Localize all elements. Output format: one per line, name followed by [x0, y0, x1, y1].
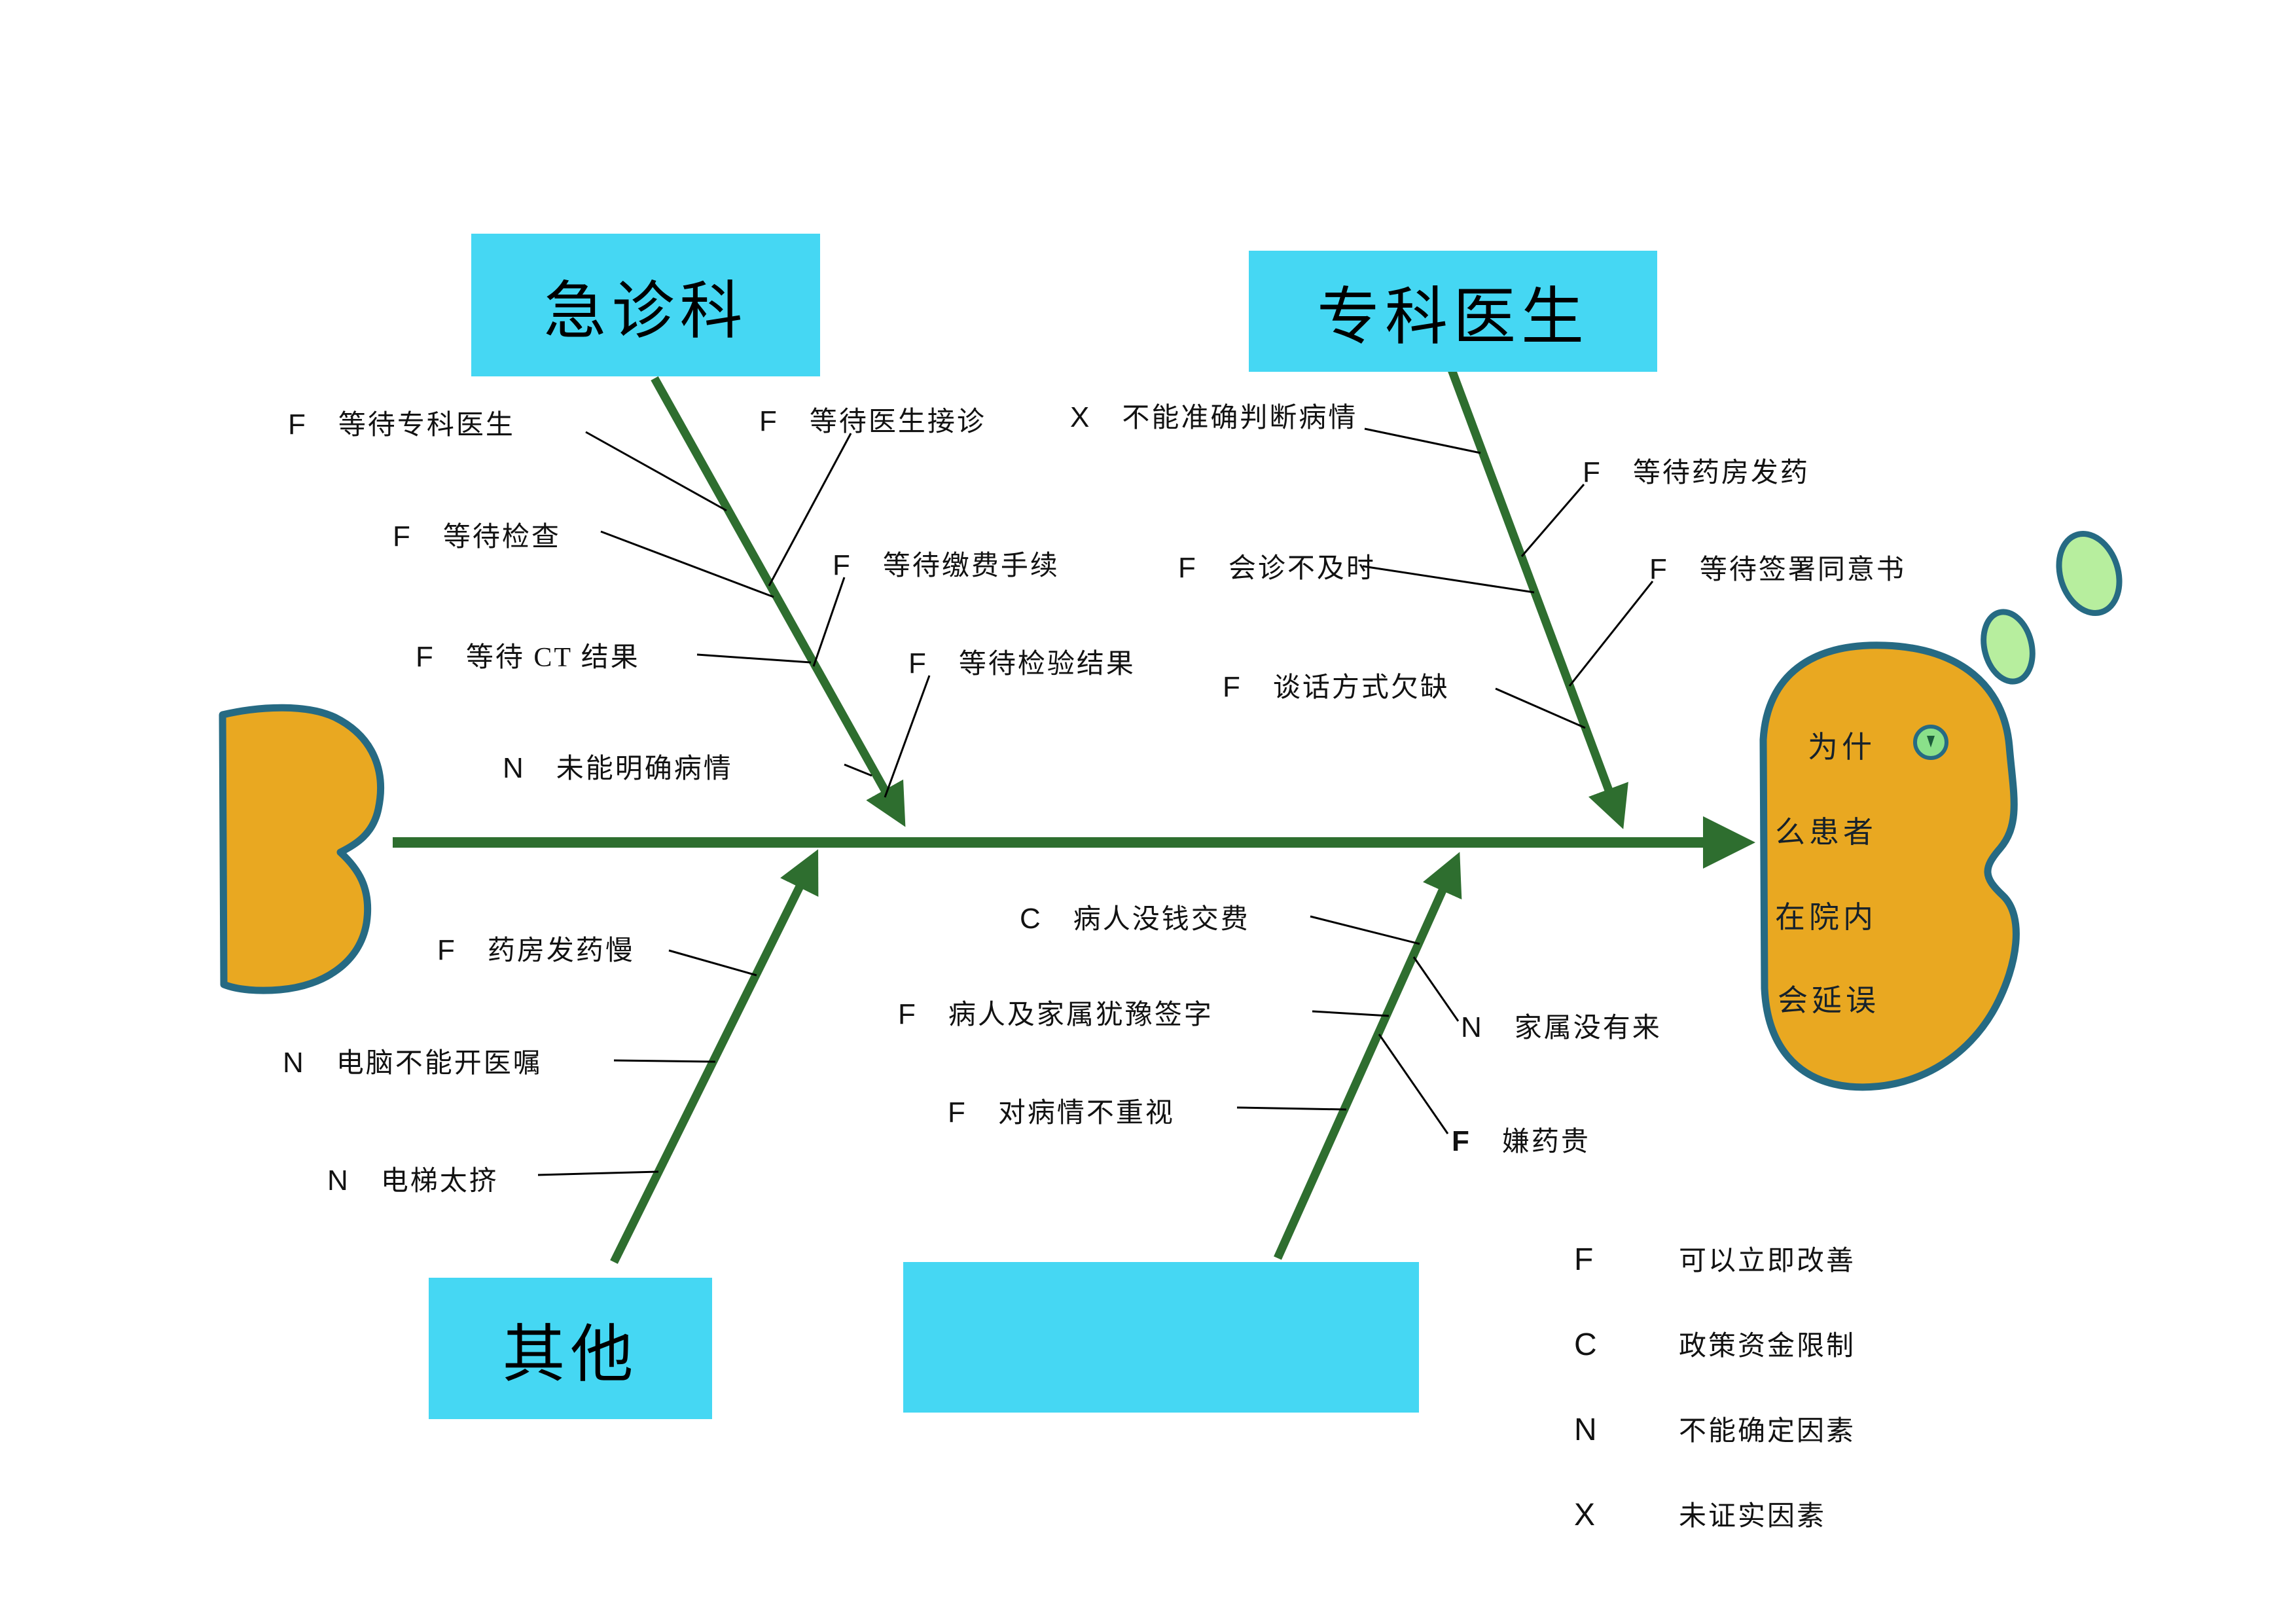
category-box-unnamed	[903, 1262, 1419, 1413]
cause-code: F	[1649, 553, 1667, 585]
cause-item: F 药房发药慢	[437, 928, 635, 968]
category-box-other: 其他	[429, 1278, 712, 1419]
cause-item: N 未能明确病情	[503, 746, 733, 786]
cause-text: 药房发药慢	[487, 936, 635, 966]
cause-item: F 会诊不及时	[1178, 546, 1376, 586]
head-text-line: 会延误	[1778, 984, 1880, 1017]
legend-text: 可以立即改善	[1679, 1246, 1856, 1276]
cause-code: C	[1020, 903, 1041, 935]
cause-item: F 等待签署同意书	[1649, 547, 1906, 587]
legend-code: C	[1574, 1327, 1597, 1362]
cause-connectors	[537, 427, 1654, 1176]
cause-item: F 等待检查	[393, 514, 561, 554]
legend-text: 政策资金限制	[1679, 1331, 1856, 1362]
cause-code: F	[1223, 671, 1240, 703]
cause-text: 电梯太挤	[380, 1166, 499, 1197]
cause-item: F 对病情不重视	[948, 1091, 1175, 1130]
branch-other	[610, 849, 819, 1264]
legend-text: 未证实因素	[1679, 1502, 1827, 1532]
cause-text: 病人没钱交费	[1073, 905, 1250, 935]
cause-item: F 等待 CT 结果	[416, 635, 640, 675]
cause-item: F 等待医生接诊	[759, 399, 986, 439]
cause-text: 对病情不重视	[997, 1098, 1175, 1128]
category-box-specialist: 专科医生	[1249, 251, 1657, 372]
branch-specialist	[1447, 368, 1628, 829]
cause-code: F	[833, 549, 850, 581]
branch-unnamed	[1274, 852, 1462, 1260]
cause-item: F 嫌药贵	[1452, 1119, 1590, 1159]
bubble-small	[1981, 609, 2036, 685]
legend-item: X 未证实因素	[1574, 1494, 1826, 1534]
cause-code: F	[1583, 456, 1600, 488]
cause-item: N 电脑不能开医嘱	[283, 1041, 543, 1081]
branch-emergency	[651, 376, 906, 827]
cause-item: F 等待药房发药	[1583, 450, 1810, 490]
cause-code: F	[898, 998, 916, 1030]
cause-code: N	[503, 752, 524, 784]
cause-text: 等待检验结果	[958, 649, 1136, 679]
category-label-other: 其他	[502, 1319, 639, 1390]
cause-text: 等待 CT 结果	[465, 643, 640, 673]
cause-text: 不能准确判断病情	[1122, 403, 1358, 433]
category-box-emergency: 急诊科	[471, 234, 820, 376]
cause-text: 电脑不能开医嘱	[336, 1049, 543, 1079]
cause-code: F	[908, 647, 926, 679]
cause-code: F	[288, 408, 306, 441]
head-dot-mark	[1927, 736, 1935, 748]
cause-code: F	[1452, 1125, 1469, 1157]
cause-item: F 病人及家属犹豫签字	[898, 992, 1213, 1032]
legend-code: N	[1574, 1413, 1597, 1447]
cause-item: F 谈话方式欠缺	[1223, 665, 1450, 705]
cause-code: N	[283, 1047, 304, 1079]
cause-code: F	[1178, 552, 1196, 584]
head-text-line: 在院内	[1775, 901, 1877, 934]
cause-text: 等待检查	[442, 522, 561, 552]
head-text-line: 么患者	[1775, 816, 1877, 849]
cause-item: F 等待专科医生	[288, 403, 515, 442]
category-label-emergency: 急诊科	[543, 276, 748, 346]
cause-item: F 等待缴费手续	[833, 543, 1060, 583]
cause-text: 病人及家属犹豫签字	[948, 1000, 1213, 1030]
legend-item: C 政策资金限制	[1574, 1324, 1856, 1363]
cause-code: F	[437, 934, 455, 966]
cause-code: N	[1461, 1011, 1482, 1043]
cause-text: 谈话方式欠缺	[1272, 673, 1450, 703]
legend-item: F 可以立即改善	[1574, 1238, 1856, 1278]
cause-text: 未能明确病情	[556, 754, 733, 784]
cause-text: 等待药房发药	[1632, 458, 1810, 488]
cause-text: 等待专科医生	[338, 410, 515, 441]
cause-text: 家属没有来	[1514, 1013, 1662, 1043]
cause-item: C 病人没钱交费	[1020, 897, 1250, 937]
cause-code: N	[327, 1164, 348, 1197]
cause-text: 会诊不及时	[1228, 554, 1376, 584]
cause-code: F	[393, 520, 410, 552]
head-text-line: 为什	[1808, 731, 1876, 764]
cause-text: 嫌药贵	[1501, 1127, 1590, 1157]
cause-item: N 电梯太挤	[327, 1159, 499, 1199]
category-label-specialist: 专科医生	[1317, 282, 1589, 352]
cause-text: 等待签署同意书	[1699, 555, 1906, 585]
legend-code: X	[1574, 1498, 1596, 1532]
cause-code: F	[759, 405, 777, 437]
cause-code: F	[416, 641, 433, 673]
cause-item: F 等待检验结果	[908, 641, 1136, 681]
fish-head-shape	[1759, 641, 2020, 1091]
cause-text: 等待缴费手续	[882, 551, 1060, 581]
cause-item: N 家属没有来	[1461, 1005, 1662, 1045]
legend-code: F	[1574, 1242, 1594, 1277]
cause-code: F	[948, 1096, 965, 1128]
cause-item: X 不能准确判断病情	[1070, 395, 1357, 435]
legend-item: N 不能确定因素	[1574, 1409, 1856, 1449]
legend-text: 不能确定因素	[1679, 1416, 1856, 1447]
fish-tail-shape	[219, 704, 384, 994]
bubble-large	[2056, 530, 2123, 617]
cause-code: X	[1070, 401, 1090, 433]
cause-text: 等待医生接诊	[809, 407, 986, 437]
